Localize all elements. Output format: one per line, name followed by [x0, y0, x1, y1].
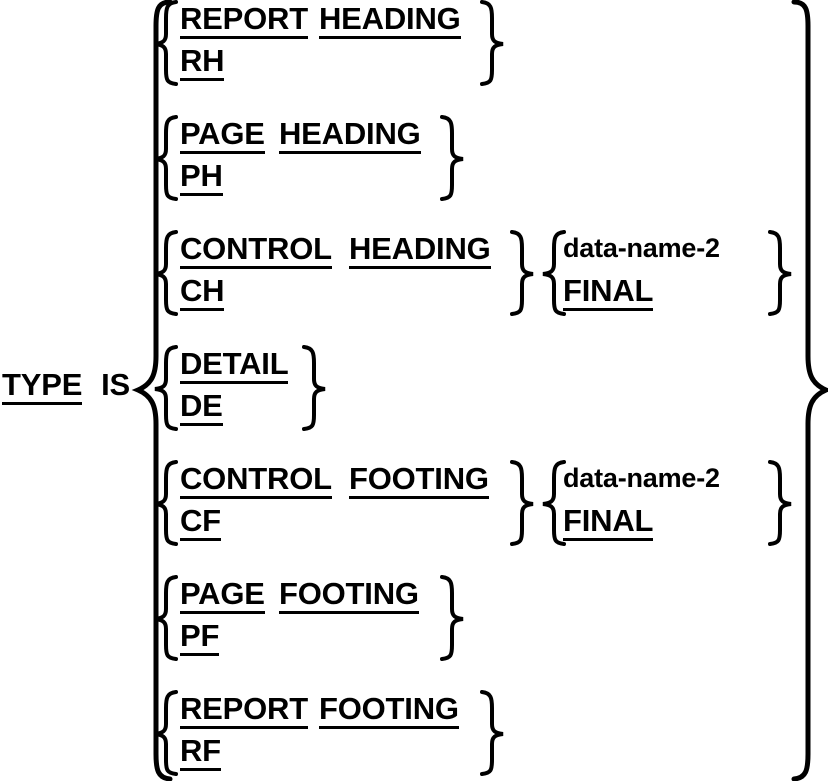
qualifier-final: FINAL: [563, 505, 653, 541]
row-left-brace: [154, 575, 178, 661]
keyword-type: TYPE: [2, 369, 82, 405]
outer-right-brace: [791, 0, 828, 781]
option-report-footing: REPORT FOOTING RF: [0, 690, 828, 781]
keyword-is: IS: [101, 367, 130, 402]
option-word-2: FOOTING: [319, 693, 459, 729]
option-abbrev: RH: [180, 45, 225, 81]
qualifier-data-name: data-name-2: [563, 463, 720, 493]
option-word-1: REPORT: [180, 3, 308, 39]
option-detail: DETAIL DE: [0, 345, 828, 455]
outer-left-brace: [131, 0, 173, 781]
qualifier-left-brace: [542, 230, 566, 316]
qualifier-data-name: data-name-2: [563, 233, 720, 263]
option-word-1: PAGE: [180, 578, 265, 614]
option-word-2: HEADING: [319, 3, 461, 39]
row-right-brace: [480, 0, 504, 86]
qualifier-left-brace: [542, 460, 566, 546]
qualifier-right-brace: [768, 230, 792, 316]
lead-keyword-group: TYPE IS: [2, 366, 130, 405]
option-abbrev: CH: [180, 275, 225, 311]
option-word-1: DETAIL: [180, 348, 289, 384]
row-right-brace: [510, 460, 534, 546]
row-left-brace: [154, 0, 178, 86]
option-control-heading: CONTROL HEADING CH data-name-2 FINAL: [0, 230, 828, 340]
option-word-2: FOOTING: [279, 578, 419, 614]
option-report-heading: REPORT HEADING RH: [0, 0, 828, 110]
option-page-heading: PAGE HEADING PH: [0, 115, 828, 225]
row-right-brace: [440, 115, 464, 201]
option-abbrev: PH: [180, 160, 223, 196]
row-left-brace: [154, 460, 178, 546]
option-abbrev: RF: [180, 735, 221, 771]
option-abbrev: CF: [180, 505, 221, 541]
row-left-brace: [154, 345, 178, 431]
row-right-brace: [480, 690, 504, 776]
option-control-footing: CONTROL FOOTING CF data-name-2 FINAL: [0, 460, 828, 570]
qualifier-right-brace: [768, 460, 792, 546]
row-left-brace: [154, 230, 178, 316]
option-word-1: REPORT: [180, 693, 308, 729]
option-abbrev: PF: [180, 620, 219, 656]
option-word-2: HEADING: [349, 233, 491, 269]
option-word-2: FOOTING: [349, 463, 489, 499]
row-left-brace: [154, 690, 178, 776]
option-word-1: CONTROL: [180, 233, 332, 269]
row-left-brace: [154, 115, 178, 201]
option-word-2: HEADING: [279, 118, 421, 154]
option-word-1: CONTROL: [180, 463, 332, 499]
option-word-1: PAGE: [180, 118, 265, 154]
option-page-footing: PAGE FOOTING PF: [0, 575, 828, 685]
qualifier-final: FINAL: [563, 275, 653, 311]
row-right-brace: [510, 230, 534, 316]
row-right-brace: [440, 575, 464, 661]
row-right-brace: [302, 345, 326, 431]
option-abbrev: DE: [180, 390, 223, 426]
